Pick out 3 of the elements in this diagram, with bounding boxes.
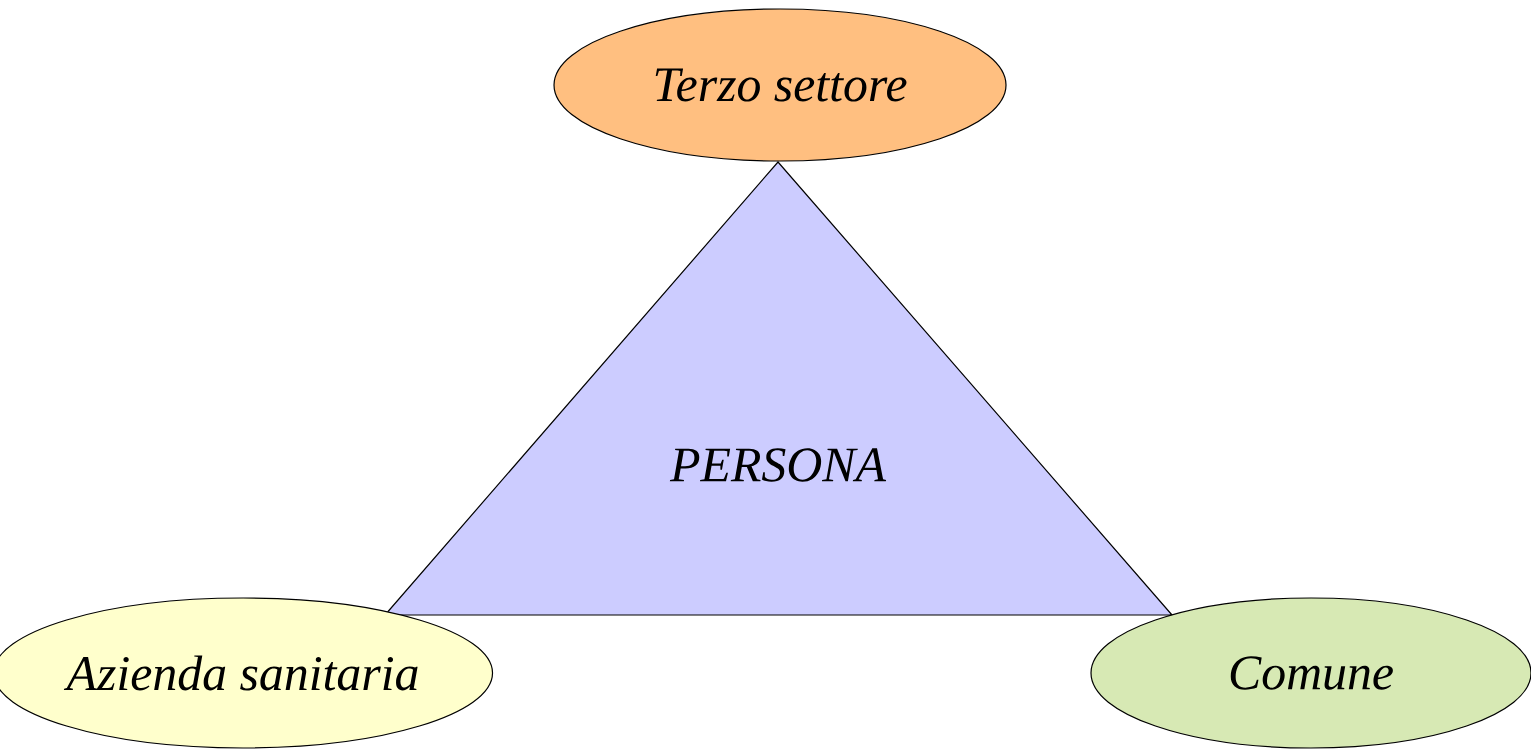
- ellipse-node: Terzo settore: [553, 8, 1007, 162]
- ellipse-node: Azienda sanitaria: [0, 597, 494, 749]
- ellipse-node: Comune: [1090, 597, 1531, 749]
